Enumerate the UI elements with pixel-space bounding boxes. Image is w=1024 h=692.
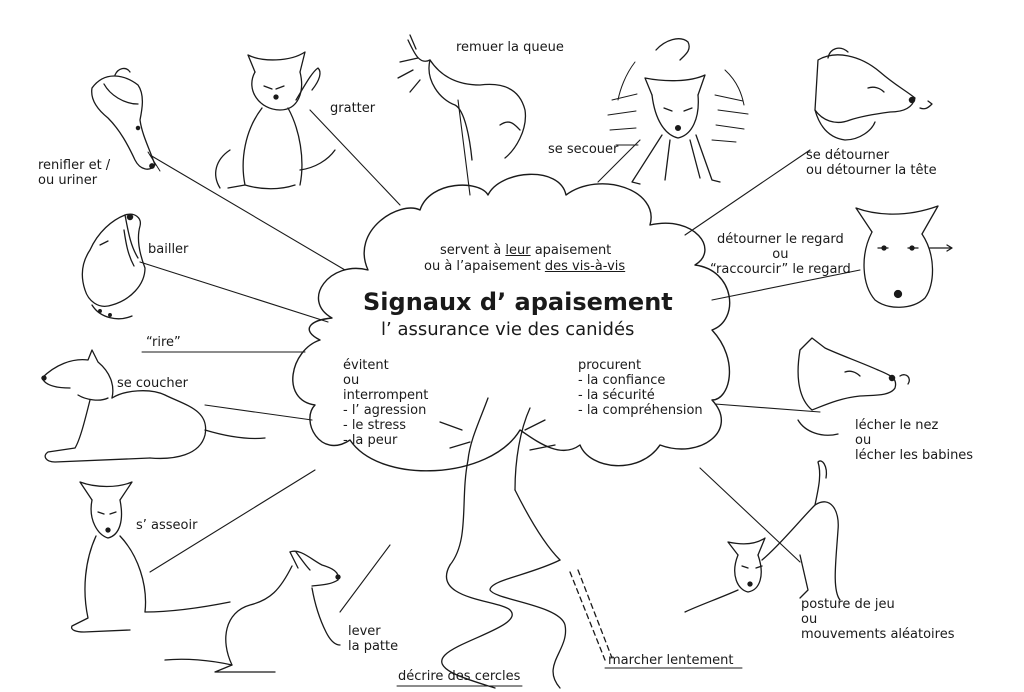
avoid-item: évitent [343, 358, 389, 373]
dog-lifting-paw [164, 550, 341, 673]
dog-licking-head [797, 337, 910, 436]
dog-sitting [70, 481, 231, 633]
dog-lying-down [41, 349, 266, 463]
label-se-secouer: se secouer [548, 142, 619, 157]
label-decrire-des-cercles: décrire des cercles [398, 669, 521, 684]
tree-trunk [439, 397, 561, 566]
label-s-asseoir: s’ asseoir [136, 518, 198, 533]
label-underlines [141, 151, 743, 687]
dog-tail-wagging [397, 34, 527, 161]
provide-item: - la sécurité [578, 388, 655, 403]
dog-head-turning [814, 47, 933, 141]
connector-lines [139, 99, 861, 613]
winding-path [441, 559, 567, 689]
purpose-line-2: ou à l’apaisement des vis-à-vis [424, 259, 626, 274]
dog-sniffing-head [91, 67, 156, 170]
provide-item: - la confiance [578, 373, 666, 388]
diagram-subtitle: l’ assurance vie des canidés [381, 319, 635, 340]
avoid-item: interrompent [343, 388, 429, 403]
label-marcher-lentement: marcher lentement [608, 653, 734, 668]
provide-item: - la compréhension [578, 403, 703, 418]
label-rire: “rire” [146, 335, 181, 350]
purpose-line-1: servent à leur apaisement [440, 243, 612, 258]
dog-play-bow [684, 460, 841, 613]
avoid-item: - l’ agression [343, 403, 427, 418]
avoid-item: ou [343, 373, 360, 388]
dog-looking-away-head [855, 205, 953, 308]
diagram-title: Signaux d’ apaisement [363, 288, 673, 316]
walk-slowly-dashes [569, 569, 613, 661]
label-bailler: bailler [148, 242, 189, 257]
provide-list: procurent - la confiance - la sécurité -… [578, 358, 703, 418]
dog-shaking [607, 38, 749, 185]
label-se-coucher: se coucher [117, 376, 188, 391]
provide-item: procurent [578, 358, 642, 373]
avoid-item: - la peur [343, 433, 398, 448]
label-gratter: gratter [330, 101, 376, 116]
avoid-list: évitent ou interrompent - l’ agression -… [343, 358, 428, 448]
label-remuer-la-queue: remuer la queue [456, 40, 564, 55]
label-renifler: renifler et /ou uriner [38, 158, 111, 188]
dog-yawning-head [81, 213, 146, 320]
avoid-item: - le stress [343, 418, 407, 433]
central-cloud [292, 173, 731, 472]
dog-scratching [215, 51, 336, 190]
